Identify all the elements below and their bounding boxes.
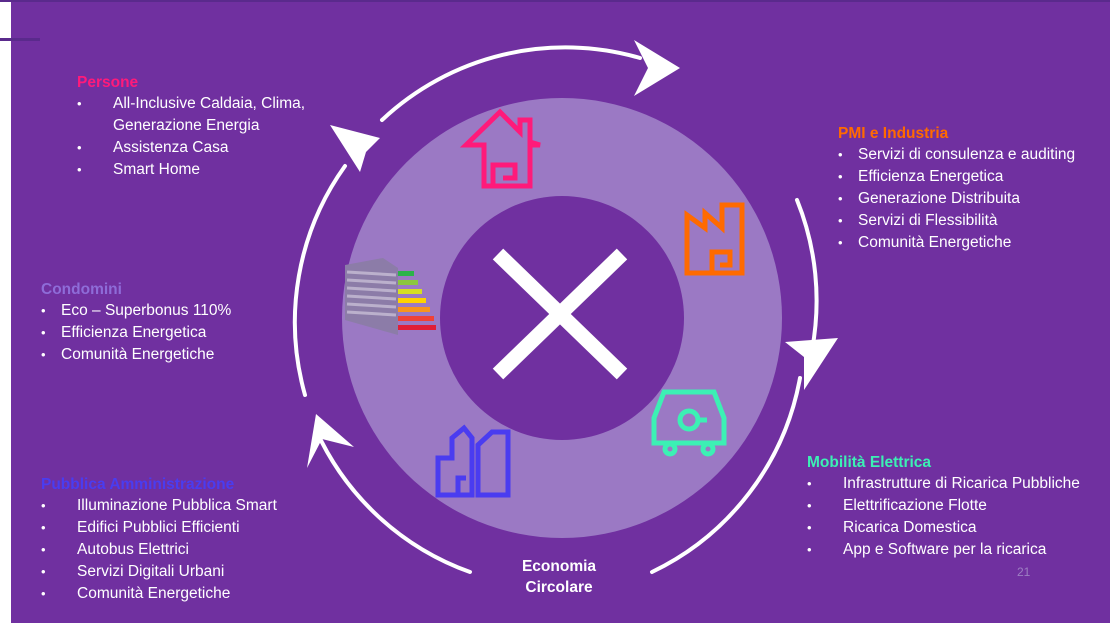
- segment-persone-list: All-Inclusive Caldaia, Clima, Generazion…: [77, 93, 305, 181]
- list-item: Illuminazione Pubblica Smart: [41, 495, 277, 517]
- arc-left: [292, 164, 347, 397]
- cycle-arrow-icon: [292, 45, 819, 574]
- arrowhead-bottom-left: [307, 414, 354, 468]
- list-item: Comunità Energetiche: [838, 232, 1075, 254]
- list-item: Ricarica Domestica: [807, 517, 1080, 539]
- segment-pa-title: Pubblica Amministrazione: [41, 476, 235, 493]
- list-item: Comunità Energetiche: [41, 583, 277, 605]
- list-item: Eco – Superbonus 110%: [41, 300, 231, 322]
- segment-condomini-title: Condomini: [41, 281, 122, 298]
- list-item: Smart Home: [77, 159, 305, 181]
- arc-bottom-left: [314, 428, 472, 574]
- list-item: Autobus Elettrici: [41, 539, 277, 561]
- segment-mobilita-title: Mobilità Elettrica: [807, 454, 932, 471]
- car-charging-icon: [651, 389, 727, 457]
- arc-top: [380, 45, 642, 122]
- list-item: Efficienza Energetica: [838, 166, 1075, 188]
- corner-accent-line: [0, 38, 40, 41]
- segment-pubblica-amministrazione: Pubblica Amministrazione Illuminazione P…: [41, 474, 277, 605]
- list-item: Efficienza Energetica: [41, 322, 231, 344]
- segment-persone: Persone All-Inclusive Caldaia, Clima, Ge…: [77, 72, 305, 181]
- segment-persone-title: Persone: [77, 74, 139, 91]
- segment-pmi-title: PMI e Industria: [838, 125, 949, 142]
- circular-economy-diagram: [292, 40, 838, 574]
- label-line-1: Economia: [521, 558, 597, 575]
- segment-condomini-list: Eco – Superbonus 110% Efficienza Energet…: [41, 300, 231, 366]
- x-logo-icon: [492, 248, 628, 380]
- factory-icon: [684, 202, 745, 276]
- house-icon: [459, 108, 541, 189]
- arc-right-top: [795, 198, 819, 352]
- arrowheads: [307, 40, 838, 468]
- arrowhead-top: [634, 40, 680, 96]
- segment-pmi-industria: PMI e Industria Servizi di consulenza e …: [838, 123, 1075, 254]
- list-item: Servizi di Flessibilità: [838, 210, 1075, 232]
- city-buildings-icon: [435, 424, 511, 498]
- list-item: Generazione Distribuita: [838, 188, 1075, 210]
- segment-condomini: Condomini Eco – Superbonus 110% Efficien…: [41, 279, 231, 366]
- list-item: Comunità Energetiche: [41, 344, 231, 366]
- list-item-continuation: Generazione Energia: [113, 117, 260, 134]
- arrowhead-left: [330, 125, 380, 172]
- list-item: Elettrificazione Flotte: [807, 495, 1080, 517]
- list-item: Servizi Digitali Urbani: [41, 561, 277, 583]
- list-item: Edifici Pubblici Efficienti: [41, 517, 277, 539]
- label-line-2: Circolare: [525, 579, 593, 596]
- segment-mobilita-list: Infrastrutture di Ricarica Pubbliche Ele…: [807, 473, 1080, 561]
- segment-pmi-list: Servizi di consulenza e auditing Efficie…: [838, 144, 1075, 254]
- segment-pa-list: Illuminazione Pubblica Smart Edifici Pub…: [41, 495, 277, 605]
- list-item: Assistenza Casa: [77, 137, 305, 159]
- energy-rating-building-icon: [345, 258, 436, 335]
- segment-mobilita-elettrica: Mobilità Elettrica Infrastrutture di Ric…: [807, 452, 1080, 561]
- arc-right-bottom: [650, 376, 802, 574]
- list-item: All-Inclusive Caldaia, Clima,: [77, 93, 305, 115]
- list-item: Servizi di consulenza e auditing: [838, 144, 1075, 166]
- page-number: 21: [1017, 565, 1031, 579]
- top-border-line: [0, 0, 1110, 2]
- arrowhead-right: [785, 338, 838, 390]
- economia-circolare-label: Economia Circolare: [500, 556, 618, 598]
- list-item: App e Software per la ricarica: [807, 539, 1080, 561]
- list-item: Infrastrutture di Ricarica Pubbliche: [807, 473, 1080, 495]
